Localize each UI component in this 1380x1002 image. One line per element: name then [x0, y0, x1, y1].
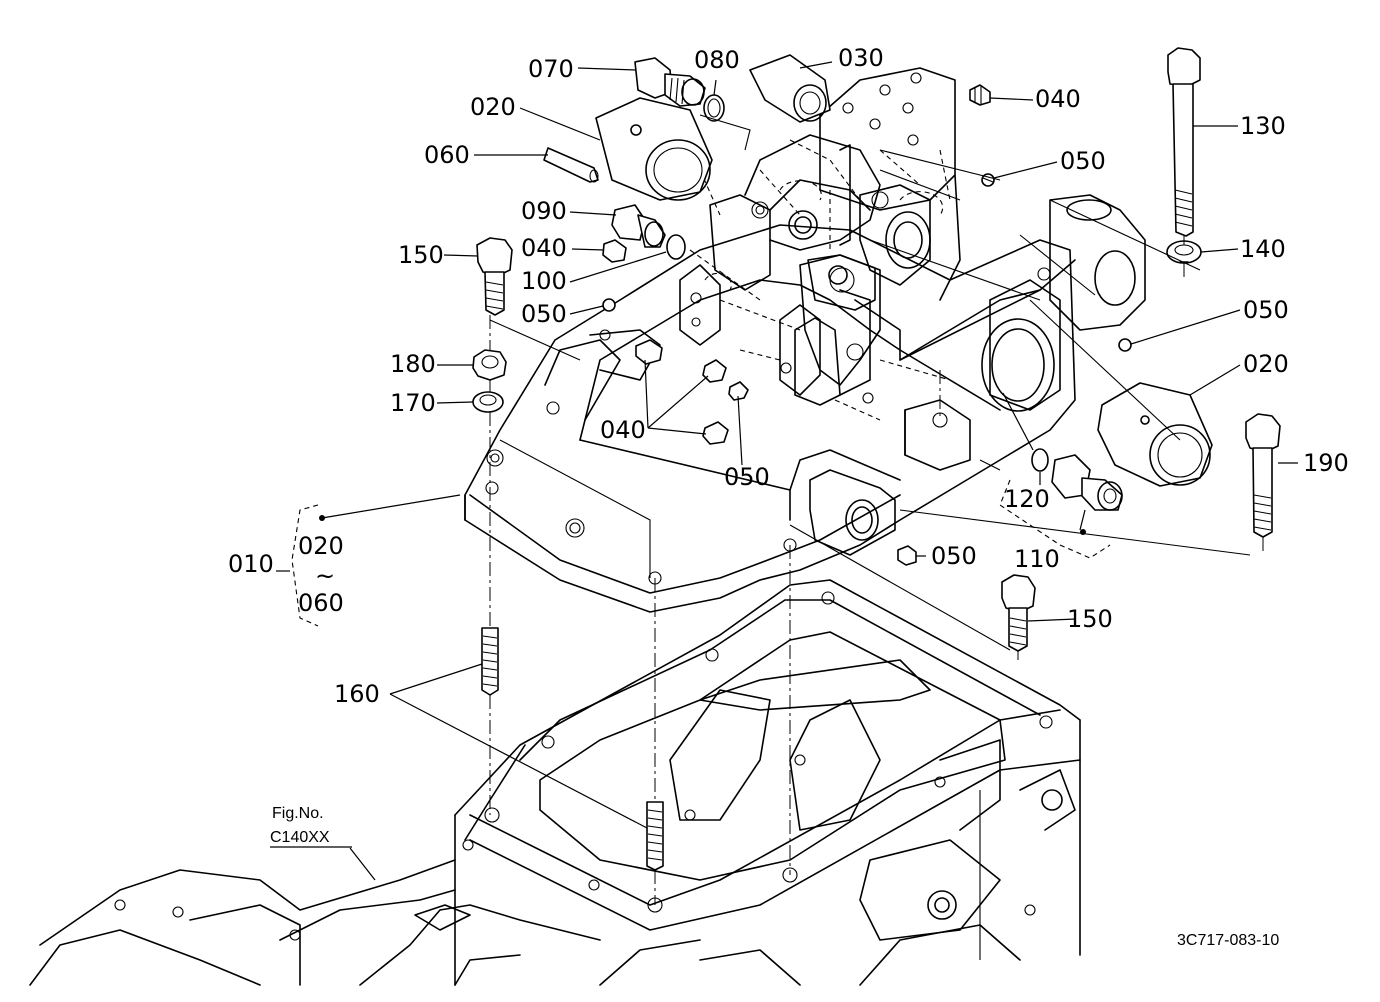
pin-060	[543, 147, 599, 183]
callout-020-upper: 020	[470, 93, 516, 121]
range-tilde: ~	[315, 562, 335, 590]
fitting-090	[611, 204, 666, 248]
callout-150-lower: 150	[1067, 605, 1113, 633]
plug-050-left	[602, 298, 616, 312]
leader-lines	[319, 61, 1298, 881]
callout-120: 120	[1004, 485, 1050, 513]
callout-070: 070	[528, 55, 574, 83]
reference-dot	[319, 515, 325, 521]
group-bracket-110	[999, 479, 1111, 559]
plug-050-lower	[728, 381, 749, 401]
callout-080: 080	[694, 46, 740, 74]
reference-dot	[1080, 529, 1086, 535]
callout-010: 010	[228, 550, 274, 578]
washer-170	[472, 391, 504, 413]
o-ring-100	[666, 234, 686, 260]
callout-050-center: 050	[724, 463, 770, 491]
cover-plate-assembly-010	[464, 67, 1146, 613]
callout-040-mid: 040	[521, 234, 567, 262]
callout-160: 160	[334, 680, 380, 708]
callout-040-top: 040	[1035, 85, 1081, 113]
fitting-070	[634, 57, 706, 107]
callout-100: 100	[521, 267, 567, 295]
bushing-030	[749, 54, 831, 123]
bushing-020-lower	[1097, 382, 1213, 487]
drawing-number: 3C717-083-10	[1177, 932, 1279, 949]
nut-180	[472, 349, 507, 381]
callout-050-bottom: 050	[931, 542, 977, 570]
stud-160-right	[646, 801, 664, 871]
callout-050-right: 050	[1243, 296, 1289, 324]
bolt-190	[1245, 413, 1281, 538]
callout-040-lower: 040	[600, 416, 646, 444]
callout-050-top: 050	[1060, 147, 1106, 175]
bolt-130	[1167, 47, 1201, 237]
plug-040-lower-c	[702, 421, 729, 445]
group-bracket-010	[291, 504, 319, 627]
bushing-020-upper	[595, 97, 713, 201]
callout-050-left: 050	[521, 300, 567, 328]
transmission-case	[29, 579, 1081, 986]
plug-040-lower-b	[702, 359, 727, 383]
o-ring-120	[1031, 448, 1049, 472]
callout-140: 140	[1240, 235, 1286, 263]
bolt-150-upper	[476, 237, 513, 316]
plug-050-right	[1118, 338, 1132, 352]
callout-090: 090	[521, 197, 567, 225]
callout-150-upper: 150	[398, 241, 444, 269]
callout-labels: 070 080 030 040 020 060 050 130 090 040 …	[228, 44, 1349, 949]
callout-130: 130	[1240, 112, 1286, 140]
callout-020-lower: 020	[1243, 350, 1289, 378]
bolt-150-lower	[1001, 574, 1036, 652]
figure-ref-number: C140XX	[270, 829, 330, 846]
figure-ref-label: Fig.No.	[272, 805, 324, 822]
callout-range-end-060: 060	[298, 589, 344, 617]
callout-030: 030	[838, 44, 884, 72]
center-lines	[489, 236, 1264, 905]
plug-040-mid	[602, 239, 627, 263]
plug-050-bottom	[897, 545, 917, 566]
callout-060: 060	[424, 141, 470, 169]
plug-050-top	[981, 173, 995, 187]
callout-180: 180	[390, 350, 436, 378]
callout-110: 110	[1014, 545, 1060, 573]
plug-040-lower-a	[635, 339, 663, 365]
callout-170: 170	[390, 389, 436, 417]
callout-190: 190	[1303, 449, 1349, 477]
plug-040-top	[969, 84, 991, 106]
stud-160-left	[481, 627, 499, 696]
fitting-110	[1051, 454, 1123, 511]
callout-range-start-020: 020	[298, 532, 344, 560]
